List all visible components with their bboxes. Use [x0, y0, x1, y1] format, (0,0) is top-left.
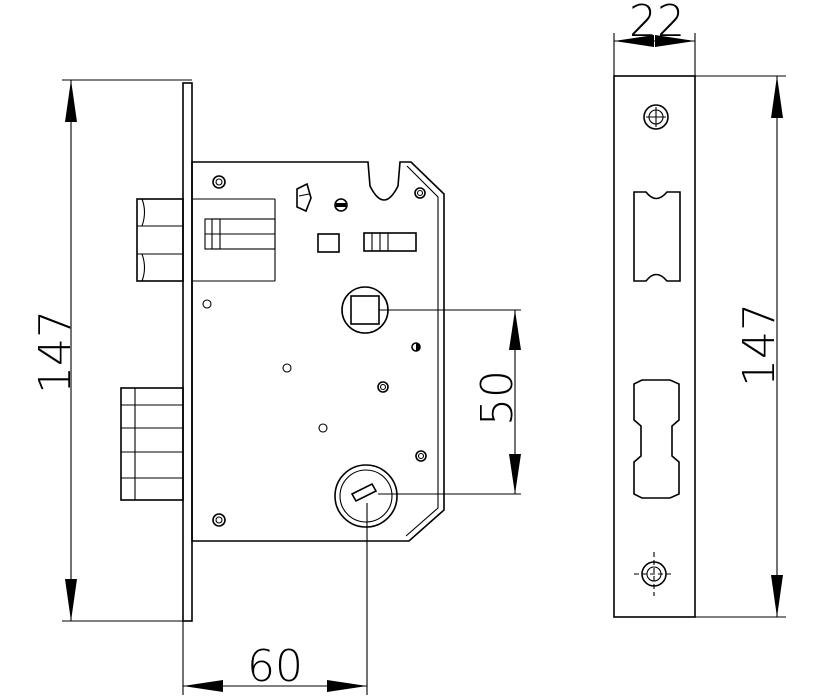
dead-bolt: [120, 387, 184, 501]
dim-60-label: 60: [247, 641, 303, 692]
mechanism-parts: [296, 182, 417, 253]
faceplate-outline: [613, 75, 696, 618]
cylinder-hole: [334, 464, 398, 528]
dim-center-distance: 50: [378, 309, 523, 495]
forend-plate: [182, 82, 193, 622]
dim-22-label: 22: [629, 0, 685, 47]
case-inner-edge: [405, 165, 439, 537]
lock-case: [191, 161, 445, 542]
dim-faceplate-height: 147: [695, 75, 786, 618]
latch-bolt: [136, 198, 276, 282]
dim-147-right-label: 147: [734, 303, 785, 387]
dim-50-label: 50: [472, 370, 523, 426]
dim-body-height: 147: [30, 79, 192, 622]
faceplate-view: 22 147: [613, 0, 786, 618]
latch-opening: [633, 191, 681, 282]
deadbolt-opening: [633, 379, 680, 499]
dim-147-left-label: 147: [30, 310, 81, 394]
dim-backset: 60: [182, 503, 368, 695]
lock-body-view: 147 50 60: [30, 79, 523, 695]
dim-faceplate-width: 22: [613, 0, 696, 76]
faceplate-top-screw: [643, 104, 669, 130]
faceplate-bottom-screw: [634, 552, 674, 596]
case-screws: [202, 175, 427, 527]
